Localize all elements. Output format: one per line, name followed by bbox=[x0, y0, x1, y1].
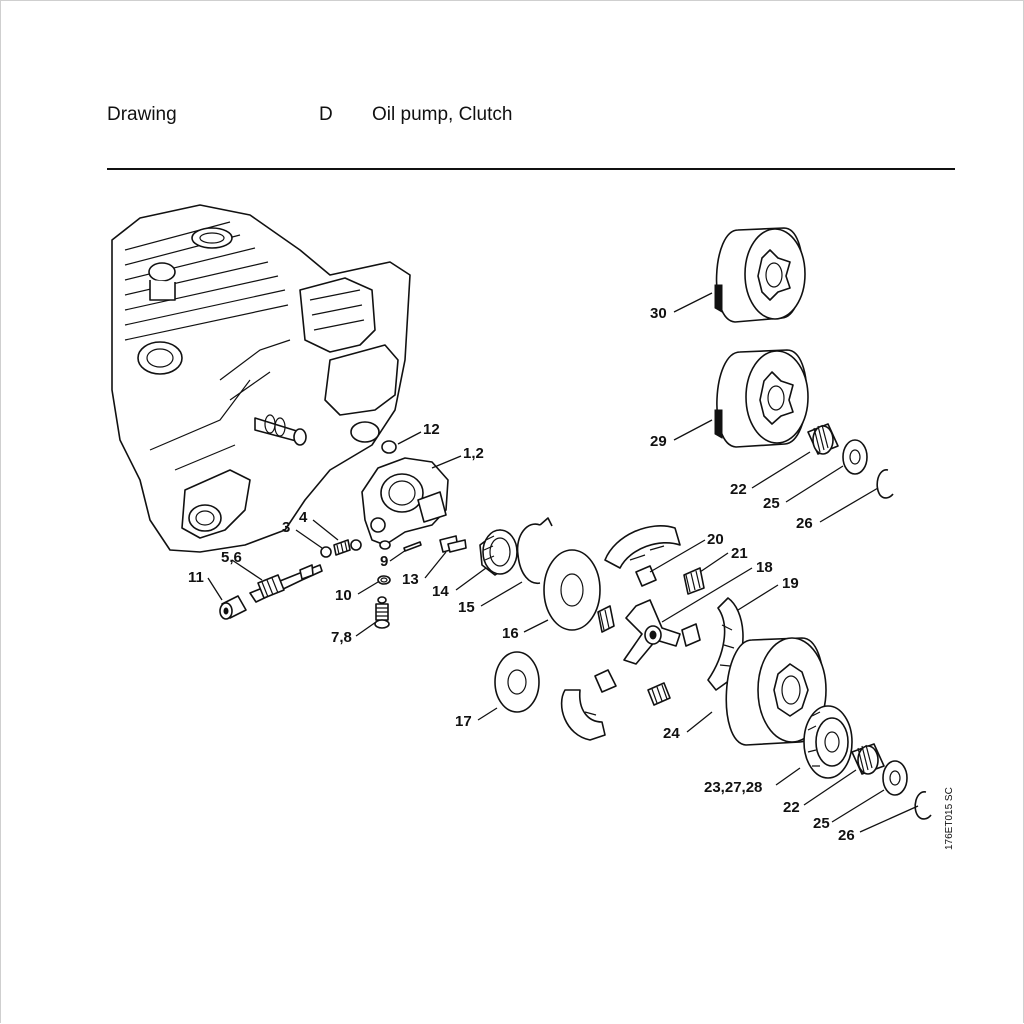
callout-24: 24 bbox=[663, 725, 680, 742]
callout-4: 4 bbox=[299, 509, 308, 526]
callout-25-lower: 25 bbox=[813, 815, 830, 832]
callout-15: 15 bbox=[458, 599, 475, 616]
callout-23-27-28: 23,27,28 bbox=[704, 779, 762, 796]
callout-16: 16 bbox=[502, 625, 519, 642]
callout-7-8: 7,8 bbox=[331, 629, 352, 646]
drawing-title: Oil pump, Clutch bbox=[372, 104, 513, 125]
drawing-letter: D bbox=[319, 104, 333, 125]
part-13-screw bbox=[439, 535, 467, 553]
callout-20: 20 bbox=[707, 531, 724, 548]
part-11-plug bbox=[219, 595, 247, 620]
part-17-washer bbox=[494, 651, 540, 713]
part-25-washer-upper bbox=[842, 439, 868, 475]
callout-30: 30 bbox=[650, 305, 667, 322]
engine-housing-illustration bbox=[111, 204, 411, 553]
callout-18: 18 bbox=[756, 559, 773, 576]
header-rule bbox=[107, 168, 955, 170]
callout-17: 17 bbox=[455, 713, 472, 730]
part-21-spring bbox=[683, 567, 705, 595]
callout-22-lower: 22 bbox=[783, 799, 800, 816]
callout-22-upper: 22 bbox=[730, 481, 747, 498]
part-22-needle-cage-upper bbox=[807, 423, 839, 455]
callout-26-lower: 26 bbox=[838, 827, 855, 844]
callout-12: 12 bbox=[423, 421, 440, 438]
callout-1-2: 1,2 bbox=[463, 445, 484, 462]
part-14-worm-bushing bbox=[479, 529, 518, 576]
part-12-cap bbox=[381, 440, 397, 454]
callout-21: 21 bbox=[731, 545, 748, 562]
part-29-clutch-drum bbox=[714, 349, 809, 448]
oil-pump-body bbox=[361, 457, 449, 550]
drawing-label: Drawing bbox=[107, 104, 177, 125]
figure-reference: 176ET015 SC bbox=[944, 787, 955, 850]
callout-29: 29 bbox=[650, 433, 667, 450]
part-26-e-clip-lower bbox=[914, 791, 932, 820]
callout-10: 10 bbox=[335, 587, 352, 604]
callout-14: 14 bbox=[432, 583, 449, 600]
part-10-o-ring bbox=[377, 575, 391, 585]
part-20-clutch-shoe-upper bbox=[604, 525, 681, 587]
callout-3: 3 bbox=[282, 519, 290, 536]
parts-7-8-adjusting-screw bbox=[374, 596, 390, 629]
clutch-shoe-lower bbox=[560, 669, 617, 741]
parts-5-6-pump-piston bbox=[249, 564, 323, 603]
callout-9: 9 bbox=[380, 553, 388, 570]
part-24-clutch-drum bbox=[725, 637, 827, 746]
parts-3-4-seal-spring bbox=[320, 539, 362, 558]
callout-25-upper: 25 bbox=[763, 495, 780, 512]
callout-26-upper: 26 bbox=[796, 515, 813, 532]
callout-19: 19 bbox=[782, 575, 799, 592]
clutch-spring-lower bbox=[647, 682, 671, 706]
parts-23-27-28-rim-sprocket bbox=[803, 705, 853, 779]
callout-13: 13 bbox=[402, 571, 419, 588]
part-16-washer bbox=[543, 549, 601, 631]
part-18-clutch-carrier bbox=[623, 599, 701, 665]
part-22-needle-cage-lower bbox=[851, 743, 885, 775]
part-26-e-clip-upper bbox=[876, 469, 894, 499]
part-15-spring-clip bbox=[516, 517, 553, 584]
part-9-pin bbox=[403, 541, 422, 552]
leader-lines bbox=[207, 292, 919, 833]
callout-11: 11 bbox=[188, 569, 204, 586]
callout-5-6: 5,6 bbox=[221, 549, 242, 566]
clutch-spring-small bbox=[597, 605, 615, 633]
part-25-washer-lower bbox=[882, 760, 908, 796]
part-30-clutch-drum bbox=[714, 227, 806, 323]
